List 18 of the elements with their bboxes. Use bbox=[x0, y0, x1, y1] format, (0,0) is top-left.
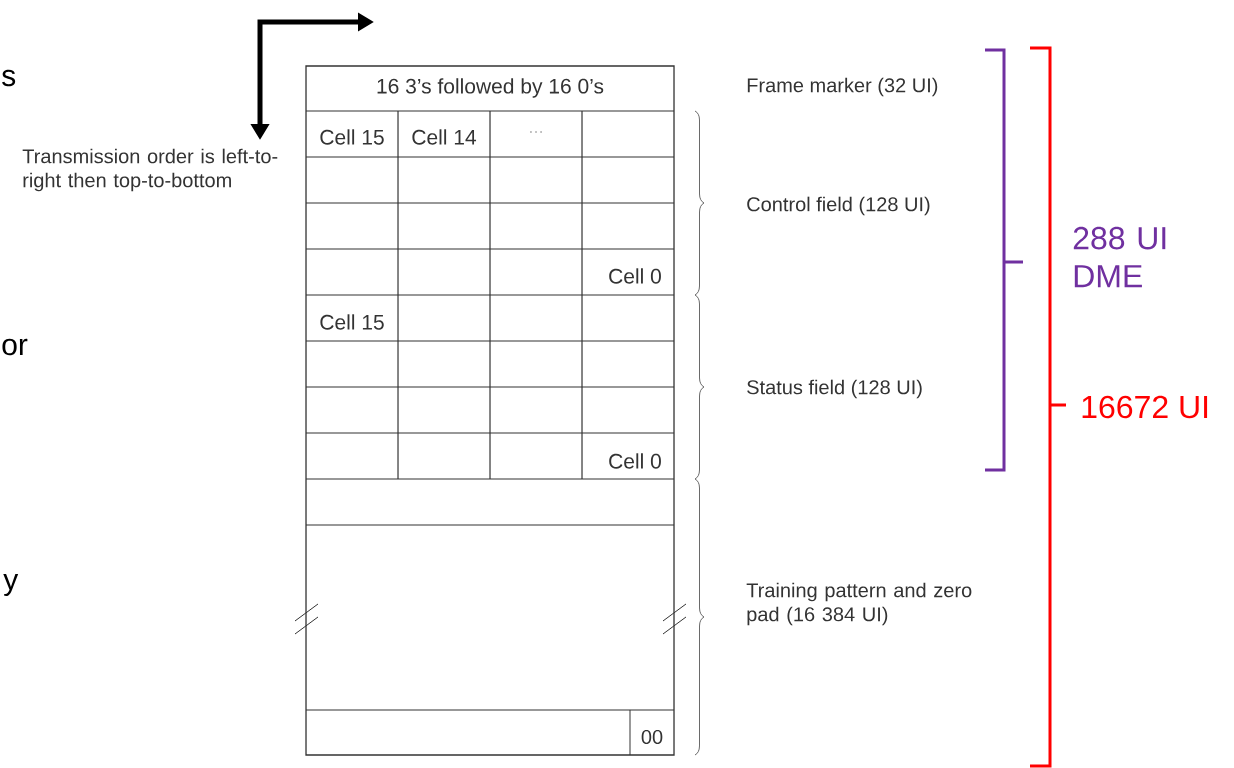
text-fragment: y bbox=[3, 573, 19, 596]
field-label: Status field (128 UI) bbox=[747, 379, 922, 399]
cell-label: 00 bbox=[641, 729, 663, 745]
cell-label: Cell 15 bbox=[320, 314, 384, 330]
field-label: Training pattern and zero pad (16 384 UI) bbox=[746, 582, 972, 626]
cell-label: Cell 14 bbox=[412, 129, 477, 145]
cell-label: Cell 0 bbox=[609, 453, 661, 469]
header-text: 16 3’s followed by 16 0’s bbox=[377, 78, 604, 98]
text-fragment: s bbox=[2, 69, 16, 87]
field-label: Frame marker (32 UI) bbox=[747, 77, 938, 97]
cell-label: Cell 0 bbox=[609, 268, 661, 284]
ellipsis: … bbox=[530, 131, 542, 133]
text-fragment: or bbox=[2, 338, 28, 356]
field-label: Control field (128 UI) bbox=[747, 196, 930, 216]
dimension-label: 288 UI DME bbox=[1073, 226, 1166, 288]
cell-label: Cell 15 bbox=[320, 129, 384, 145]
dimension-label: 16672 UI bbox=[1082, 395, 1208, 419]
annotation: Transmission order is left-to-right then top-to-bottom bbox=[22, 148, 278, 192]
